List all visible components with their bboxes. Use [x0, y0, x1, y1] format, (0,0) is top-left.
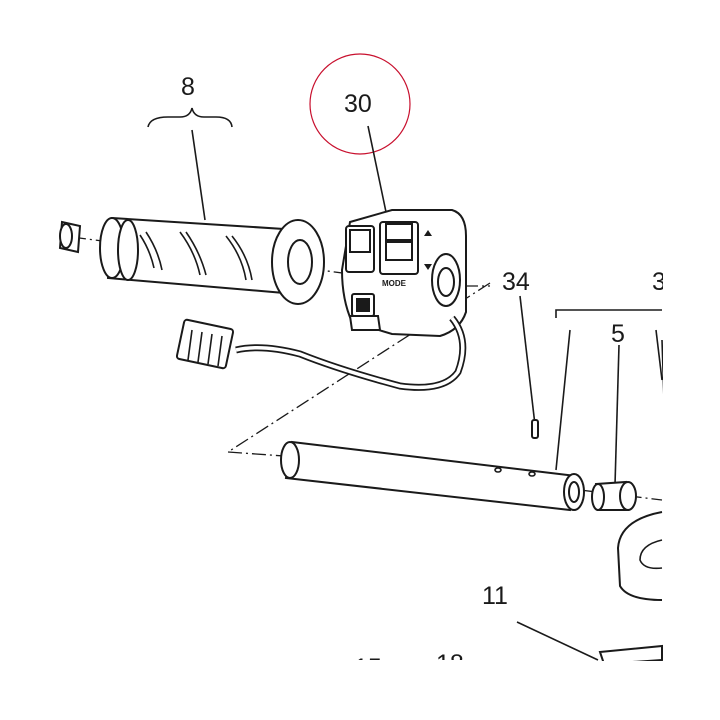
callout-30: 30 [344, 90, 372, 118]
end-plug [591, 480, 637, 511]
crop-edge [663, 0, 720, 720]
bar-end-weight [58, 220, 82, 254]
highlight-circle [309, 53, 411, 155]
handlebar-tube [280, 440, 585, 512]
roll-pin [531, 419, 539, 439]
callout-18: 18 [436, 650, 464, 678]
crop-bottom [0, 661, 720, 720]
switch-wiring [175, 315, 467, 391]
clamp [616, 511, 663, 601]
switch-housing: MODE [340, 209, 467, 338]
leader-lines [147, 107, 663, 661]
callout-3: 3 [652, 268, 666, 296]
callout-34: 34 [502, 268, 530, 296]
callout-11: 11 [482, 582, 508, 610]
mode-label: MODE [382, 279, 407, 288]
throttle-grip [99, 216, 325, 305]
callout-15: 15 [354, 654, 382, 682]
callout-8: 8 [181, 73, 195, 101]
bracket [598, 644, 663, 666]
callout-5: 5 [611, 320, 625, 348]
